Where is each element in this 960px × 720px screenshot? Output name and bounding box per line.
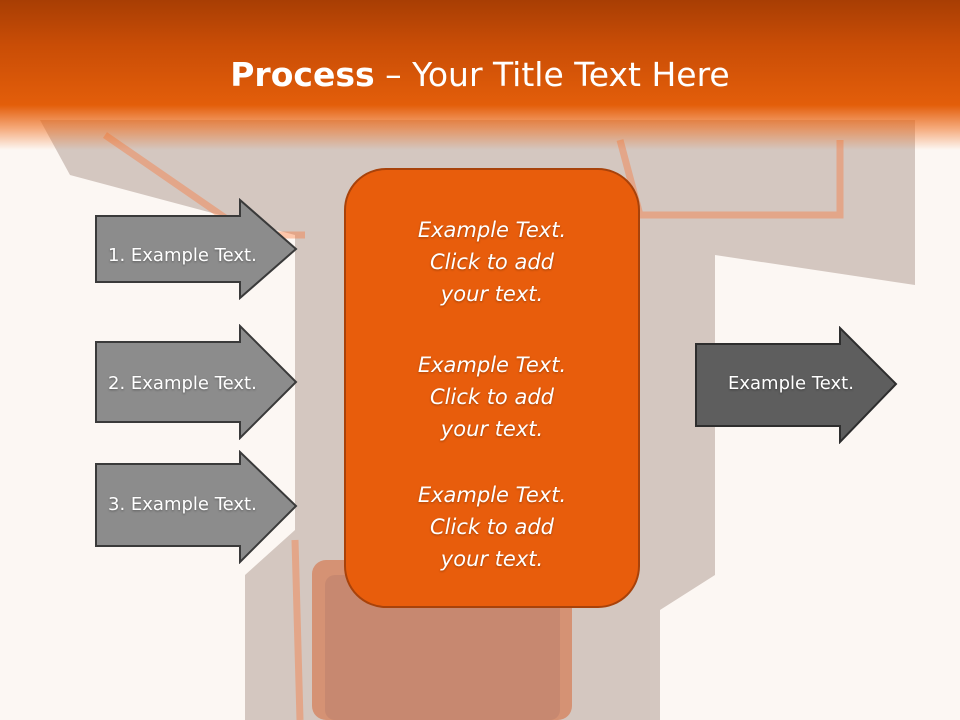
- block-3-line-1: Example Text.: [417, 483, 567, 507]
- block-3-line-2: Click to add: [429, 515, 554, 539]
- process-arrow-2[interactable]: 2. Example Text.: [94, 324, 299, 440]
- center-block-3: Example Text. Click to add your text.: [346, 479, 638, 575]
- arrow-1-shape: [95, 198, 298, 300]
- block-3-line-3: your text.: [440, 547, 544, 571]
- title-bold: Process: [230, 55, 375, 94]
- arrow-label-3: 3. Example Text.: [108, 494, 257, 515]
- center-block-1: Example Text. Click to add your text.: [346, 214, 638, 310]
- header-band: [0, 0, 960, 150]
- arrow-label-2: 2. Example Text.: [108, 373, 257, 394]
- output-arrow-shape: [695, 326, 898, 444]
- center-text-box[interactable]: Example Text. Click to add your text. Ex…: [344, 168, 640, 608]
- block-2-line-3: your text.: [440, 417, 544, 441]
- output-arrow-label: Example Text.: [728, 373, 854, 394]
- arrow-2-shape: [95, 324, 298, 440]
- block-1-line-2: Click to add: [429, 250, 554, 274]
- process-arrow-1[interactable]: 1. Example Text.: [94, 198, 299, 300]
- process-arrow-3[interactable]: 3. Example Text.: [94, 450, 299, 564]
- output-arrow[interactable]: Example Text.: [694, 326, 899, 444]
- block-2-line-2: Click to add: [429, 385, 554, 409]
- center-block-2: Example Text. Click to add your text.: [346, 349, 638, 445]
- title-rest: – Your Title Text Here: [374, 55, 730, 94]
- block-1-line-3: your text.: [440, 282, 544, 306]
- block-2-line-1: Example Text.: [417, 353, 567, 377]
- block-1-line-1: Example Text.: [417, 218, 567, 242]
- slide-title: Process – Your Title Text Here: [0, 52, 960, 98]
- arrow-3-shape: [95, 450, 298, 564]
- arrow-label-1: 1. Example Text.: [108, 245, 257, 266]
